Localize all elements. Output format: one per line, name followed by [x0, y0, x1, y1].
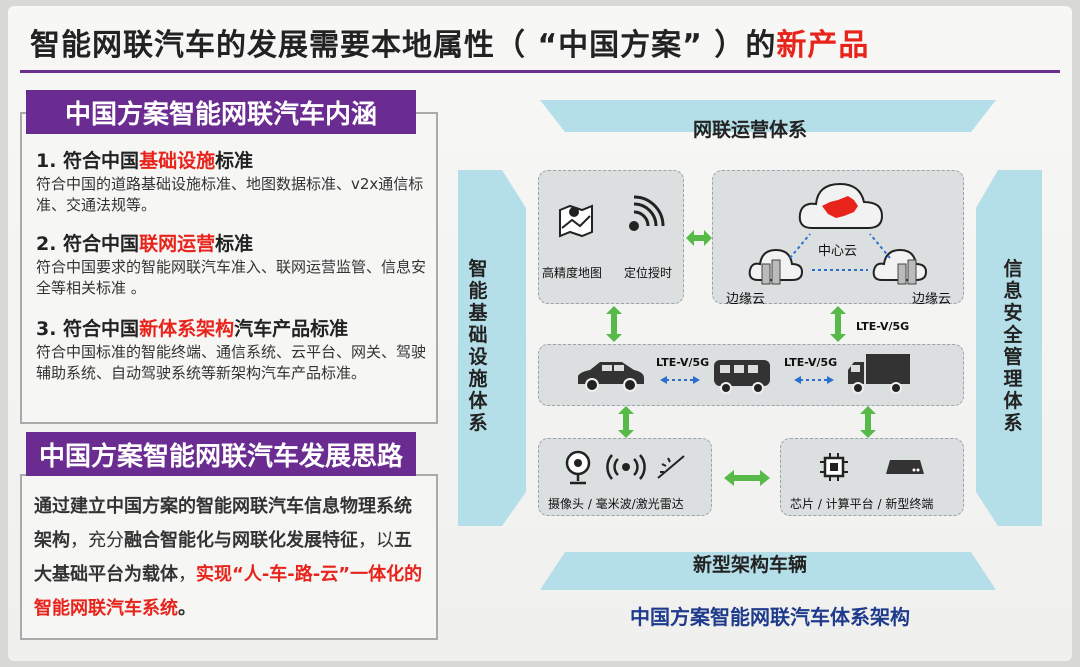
connotation-item-2: 2. 符合中国联网运营标准 符合中国要求的智能网联汽车准入、联网运营监管、信息安…: [36, 229, 436, 299]
approach-paragraph: 通过建立中国方案的智能网联汽车信息物理系统架构，充分融合智能化与网联化发展特征，…: [34, 496, 423, 619]
lte-label-car-bus: LTE-V/5G: [656, 356, 710, 369]
item-title: 1. 符合中国基础设施标准: [36, 150, 254, 172]
item-desc: 符合中国要求的智能网联汽车准入、联网运营监管、信息安全等相关标准 。: [36, 258, 427, 297]
lte-label-bus-truck: LTE-V/5G: [784, 356, 838, 369]
sensors-box: [538, 438, 712, 516]
chip-icon: [820, 453, 848, 481]
sensors-label: 摄像头 / 毫米波/激光雷达: [548, 497, 684, 511]
bus-icon: [714, 360, 770, 394]
map-icon: [559, 204, 593, 238]
edge-cloud-left-label: 边缘云: [726, 292, 766, 307]
left-band-shape: [458, 170, 526, 526]
radar-icon: [606, 454, 646, 480]
dashed-arrow-car-bus: [660, 376, 700, 384]
cloud-link-arrows: [789, 233, 891, 271]
title-main: 智能网联汽车的发展需要本地属性（ “中国方案” ）的: [30, 28, 777, 63]
approach-panel: [20, 474, 438, 640]
dashed-arrow-bus-truck: [794, 376, 834, 384]
lte-label-vertical: LTE-V/5G: [856, 320, 910, 333]
page-title: 智能网联汽车的发展需要本地属性（ “中国方案” ）的新产品: [30, 20, 1030, 66]
connotation-item-1: 1. 符合中国基础设施标准 符合中国的道路基础设施标准、地图数据标准、v2x通信…: [36, 146, 436, 216]
item-title: 3. 符合中国新体系架构汽车产品标准: [36, 318, 349, 340]
right-band-label: 信息安全管理体系: [1003, 258, 1023, 434]
top-band-shape: [540, 100, 996, 132]
bottom-band-label: 新型架构车辆: [692, 554, 807, 576]
title-highlight: 新产品: [776, 28, 870, 63]
center-cloud-icon: [798, 182, 884, 229]
edge-cloud-right-label: 边缘云: [912, 292, 952, 307]
item-desc: 符合中国的道路基础设施标准、地图数据标准、v2x通信标准、交通法规等。: [36, 175, 424, 214]
lidar-icon: [657, 455, 685, 479]
compute-box: [780, 438, 964, 516]
edge-cloud-left-icon: [748, 248, 804, 285]
truck-icon: [848, 354, 910, 394]
right-band-shape: [976, 170, 1042, 526]
car-icon: [578, 362, 644, 392]
map-positioning-box: [538, 170, 684, 304]
terminal-icon: [886, 460, 924, 474]
edge-cloud-right-icon: [872, 248, 928, 285]
china-map-icon: [822, 196, 858, 218]
bottom-band-shape: [540, 552, 996, 590]
connotation-heading: 中国方案智能网联汽车内涵: [26, 90, 416, 134]
positioning-icon: [629, 195, 665, 231]
top-band-label: 网联运营体系: [692, 119, 807, 141]
diagram-caption: 中国方案智能网联汽车体系架构: [630, 605, 910, 629]
left-band-label: 智能基础设施体系: [468, 258, 488, 434]
approach-heading: 中国方案智能网联汽车发展思路: [26, 432, 416, 476]
title-divider: [20, 70, 1060, 73]
center-cloud-label: 中心云: [818, 244, 858, 259]
item-desc: 符合中国标准的智能终端、通信系统、云平台、网关、驾驶辅助系统、自动驾驶系统等新架…: [36, 343, 427, 382]
diagram-bands: [458, 100, 1042, 590]
camera-icon: [565, 450, 591, 485]
positioning-label: 定位授时: [624, 266, 673, 280]
map-label: 高精度地图: [542, 266, 603, 280]
connotation-item-3: 3. 符合中国新体系架构汽车产品标准 符合中国标准的智能终端、通信系统、云平台、…: [36, 314, 436, 384]
item-title: 2. 符合中国联网运营标准: [36, 233, 254, 255]
compute-label: 芯片 / 计算平台 / 新型终端: [790, 497, 934, 511]
